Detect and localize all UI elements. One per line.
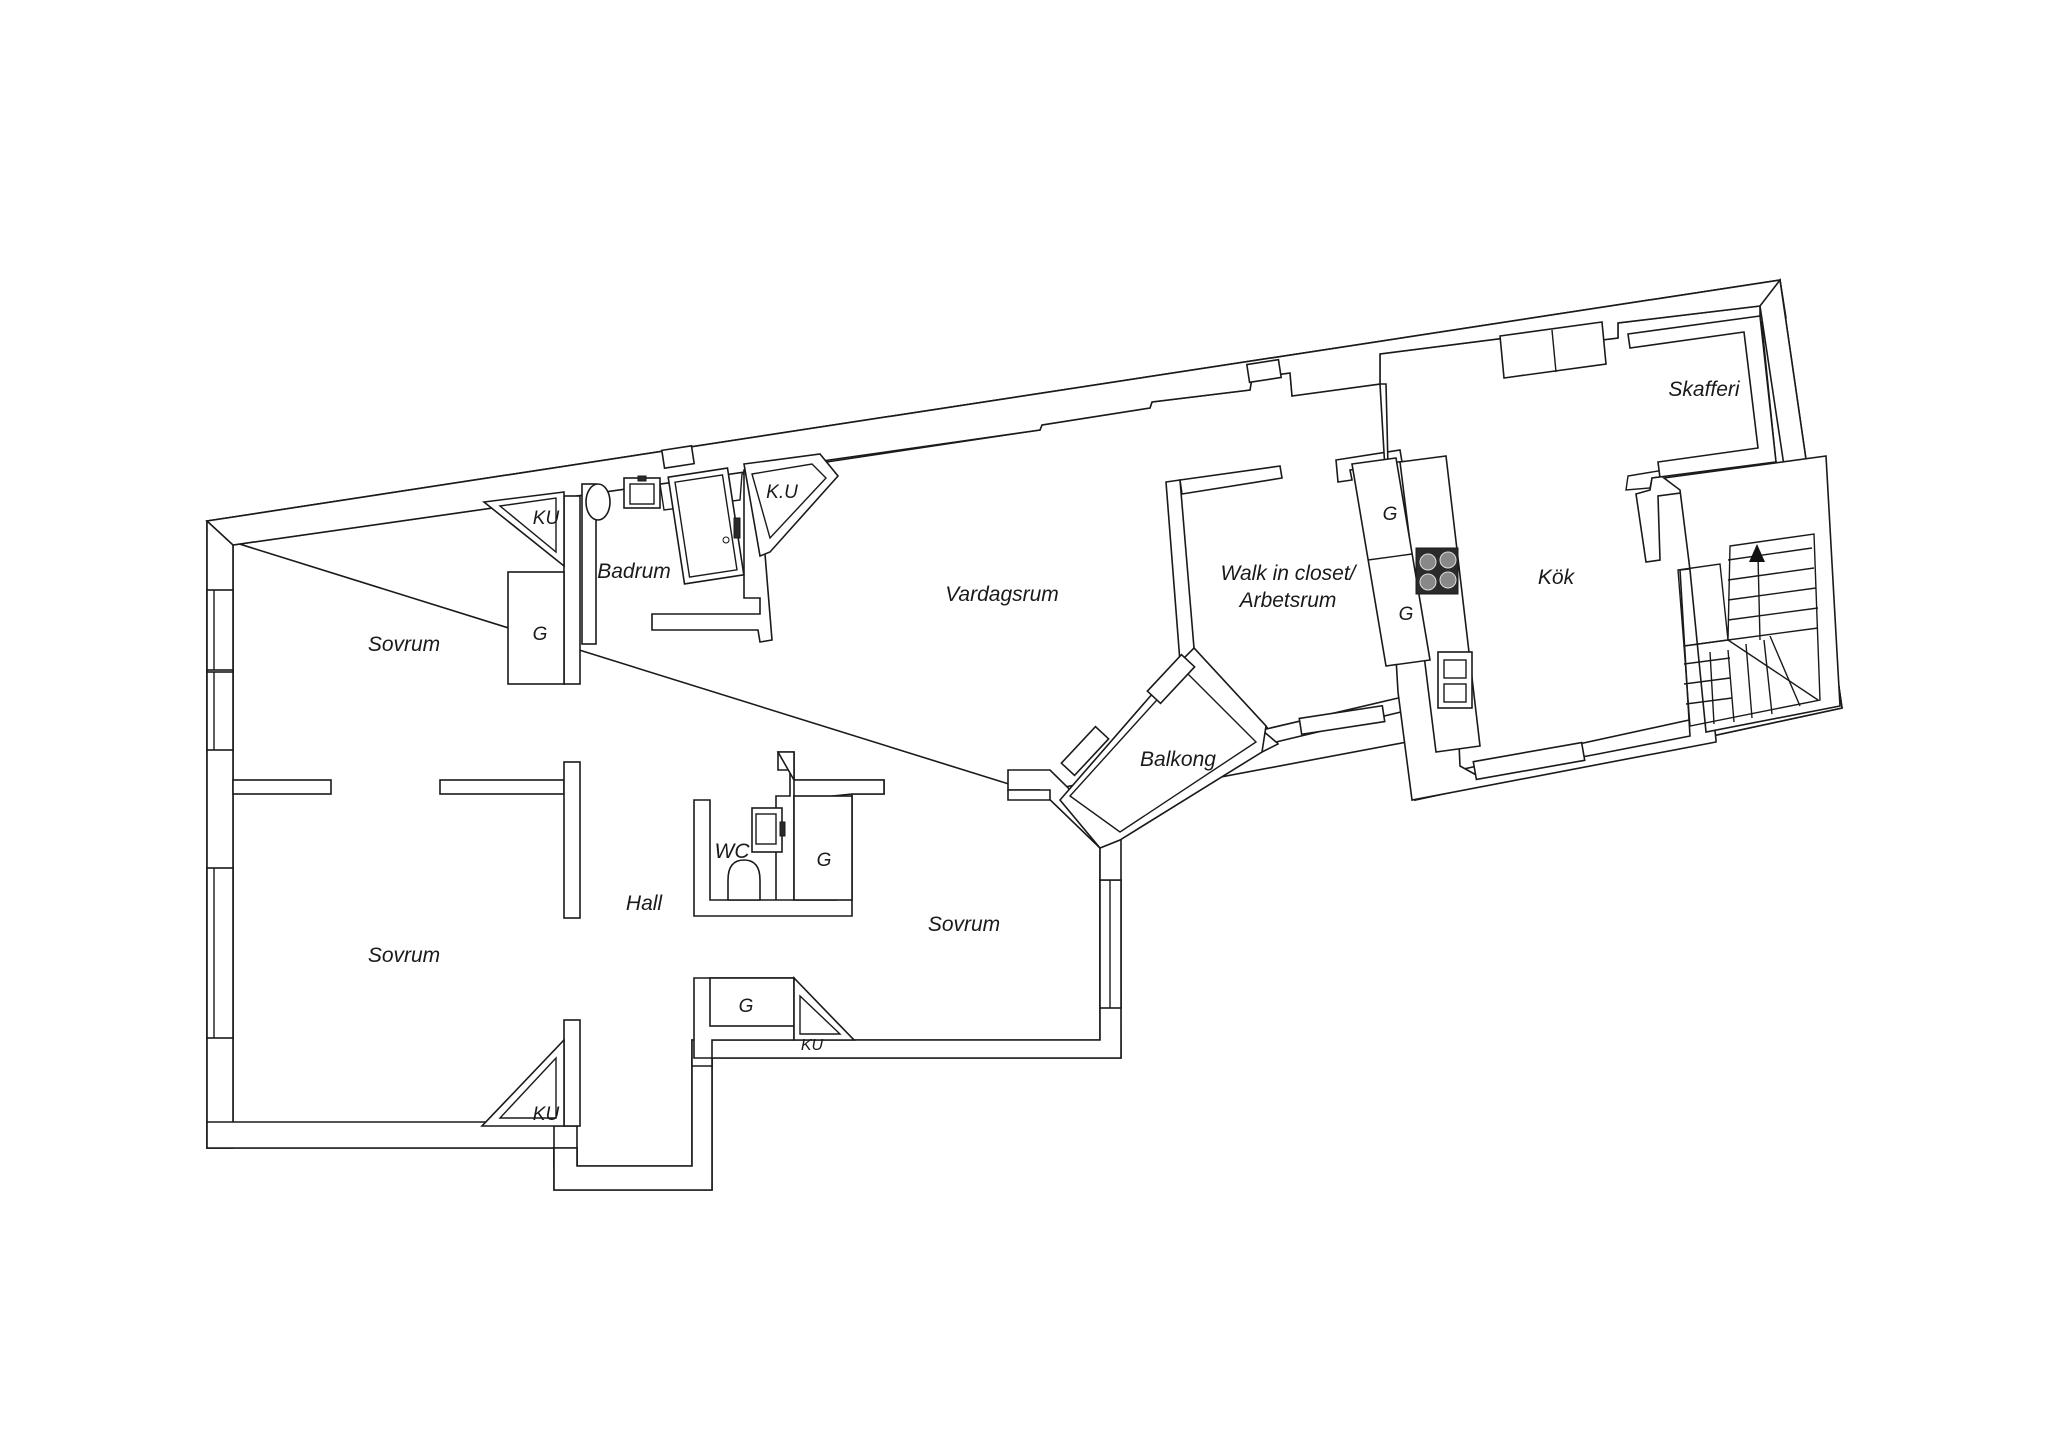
faucet-icon bbox=[637, 475, 647, 482]
stair-step bbox=[1683, 677, 1731, 685]
wall-bottom-sovrum-right bbox=[563, 1019, 581, 1127]
storage-label-ku-sovrum-right: KU bbox=[801, 1037, 824, 1054]
stair-step bbox=[1745, 643, 1753, 719]
wall-vardagsrum-balcony bbox=[1007, 789, 1051, 801]
stair-step bbox=[1685, 697, 1733, 705]
corner-unit-sovrum-bottom-inner bbox=[498, 1056, 557, 1119]
stairwell-box bbox=[1661, 455, 1841, 733]
kitchen-top-cabinets bbox=[1499, 321, 1607, 379]
wall-sovrum-top-right bbox=[563, 495, 581, 685]
corner-unit-sovrum-right bbox=[793, 976, 856, 1041]
bottom-walls bbox=[206, 769, 1122, 1191]
window-left-2 bbox=[206, 671, 234, 751]
room-label-wc: WC bbox=[715, 840, 751, 863]
storage-label-g-hall: G bbox=[817, 850, 832, 871]
stair-step bbox=[1763, 639, 1773, 715]
room-label-skafferi: Skafferi bbox=[1668, 378, 1741, 401]
corner-unit-vardagsrum-inner bbox=[751, 463, 827, 540]
storage-label-g-walkin-2: G bbox=[1399, 604, 1414, 625]
wall-sovrum-divider-right bbox=[439, 779, 565, 795]
window-left-3 bbox=[206, 867, 234, 1039]
labels: Sovrum Sovrum Sovrum Badrum Vardagsrum W… bbox=[368, 378, 1741, 1125]
wall-hall-left bbox=[563, 761, 581, 919]
fixtures bbox=[480, 453, 856, 1127]
skafferi-wall bbox=[1627, 315, 1777, 479]
kitchen-sink-basin-icon bbox=[1443, 683, 1467, 703]
room-label-vardagsrum: Vardagsrum bbox=[945, 583, 1059, 606]
stair-winder bbox=[1727, 639, 1819, 701]
wall-wc bbox=[693, 751, 885, 917]
stove-burner-icon bbox=[1419, 573, 1437, 591]
wall-hall-top bbox=[776, 751, 885, 801]
corner-unit-sovrum-top-inner bbox=[498, 497, 557, 554]
corner-unit-sovrum-right-inner bbox=[799, 994, 842, 1035]
corner-unit-sovrum-bottom bbox=[480, 1038, 565, 1127]
room-label-sovrum-bottom: Sovrum bbox=[368, 944, 440, 967]
window-walkin bbox=[1298, 704, 1386, 736]
balcony-inner bbox=[1068, 668, 1258, 833]
room-label-balkong: Balkong bbox=[1140, 748, 1216, 771]
corner-unit-sovrum-top bbox=[482, 491, 565, 568]
room-label-hall: Hall bbox=[626, 892, 664, 915]
room-label-arbetsrum: Arbetsrum bbox=[1238, 589, 1337, 612]
stair-step bbox=[1727, 587, 1817, 601]
bathtub-drain-icon bbox=[722, 536, 730, 544]
stairs bbox=[1661, 455, 1841, 733]
stair-step bbox=[1727, 627, 1819, 641]
kitchen-top-cabinet-divider bbox=[1551, 329, 1557, 373]
window-kitchen bbox=[1472, 741, 1586, 781]
toilet-icon bbox=[585, 483, 611, 521]
balcony-door-2 bbox=[1146, 653, 1196, 705]
wc-washbasin-bowl-icon bbox=[755, 813, 777, 845]
wardrobe-hall bbox=[793, 795, 853, 901]
bathtub-inner-icon bbox=[674, 474, 738, 578]
storage-label-ku-sovrum-top: KU bbox=[533, 508, 560, 529]
storage-label-g-sovrum-top: G bbox=[533, 624, 548, 645]
room-label-kok: Kök bbox=[1538, 566, 1576, 589]
kitchen-sink-basin-icon bbox=[1443, 659, 1467, 679]
wardrobe-column bbox=[1351, 457, 1431, 667]
storage-label-ku-vardagsrum: K.U bbox=[766, 482, 798, 503]
balcony-door-1 bbox=[1060, 725, 1110, 777]
storage-label-g-sovrum-right: G bbox=[739, 996, 754, 1017]
wall-badrum-left bbox=[581, 483, 597, 645]
window-top-living bbox=[1245, 358, 1283, 384]
room-label-badrum: Badrum bbox=[597, 560, 671, 583]
stair-step bbox=[1727, 547, 1813, 561]
wardrobe-divider bbox=[1367, 553, 1413, 561]
bathtub-faucet-icon bbox=[733, 517, 741, 539]
stair-step bbox=[1727, 649, 1735, 723]
room-label-sovrum-right: Sovrum bbox=[928, 913, 1000, 936]
wardrobe-sovrum-top bbox=[507, 571, 565, 685]
window-top-bath bbox=[660, 444, 696, 470]
wc-faucet-icon bbox=[779, 821, 786, 837]
wall-sovrum-divider-left bbox=[232, 779, 332, 795]
wc-toilet-icon bbox=[727, 859, 761, 901]
stair-step bbox=[1709, 651, 1715, 725]
stair-step bbox=[1683, 657, 1731, 665]
wall-walkin-top bbox=[1179, 465, 1283, 495]
storage-label-g-walkin-1: G bbox=[1383, 504, 1398, 525]
room-label-walk-in-closet: Walk in closet/ bbox=[1221, 562, 1358, 585]
left-walls bbox=[206, 520, 234, 1149]
stair-winder bbox=[1769, 635, 1801, 707]
stove-burner-icon bbox=[1439, 571, 1457, 589]
washbasin-bowl-icon bbox=[629, 483, 655, 505]
stair-step bbox=[1727, 567, 1815, 581]
storage-label-ku-sovrum-bottom: KU bbox=[533, 1104, 560, 1125]
stove-burner-icon bbox=[1439, 551, 1457, 569]
stove-burner-icon bbox=[1419, 553, 1437, 571]
stair-center bbox=[1757, 555, 1761, 641]
stair-arrow-icon bbox=[1749, 544, 1765, 562]
balcony bbox=[1058, 646, 1267, 849]
room-label-sovrum-top: Sovrum bbox=[368, 633, 440, 656]
stair-step bbox=[1727, 607, 1819, 621]
bottom-wall-left bbox=[206, 1121, 578, 1167]
kitchen-counter bbox=[1351, 455, 1481, 753]
window-left-1 bbox=[206, 589, 234, 671]
